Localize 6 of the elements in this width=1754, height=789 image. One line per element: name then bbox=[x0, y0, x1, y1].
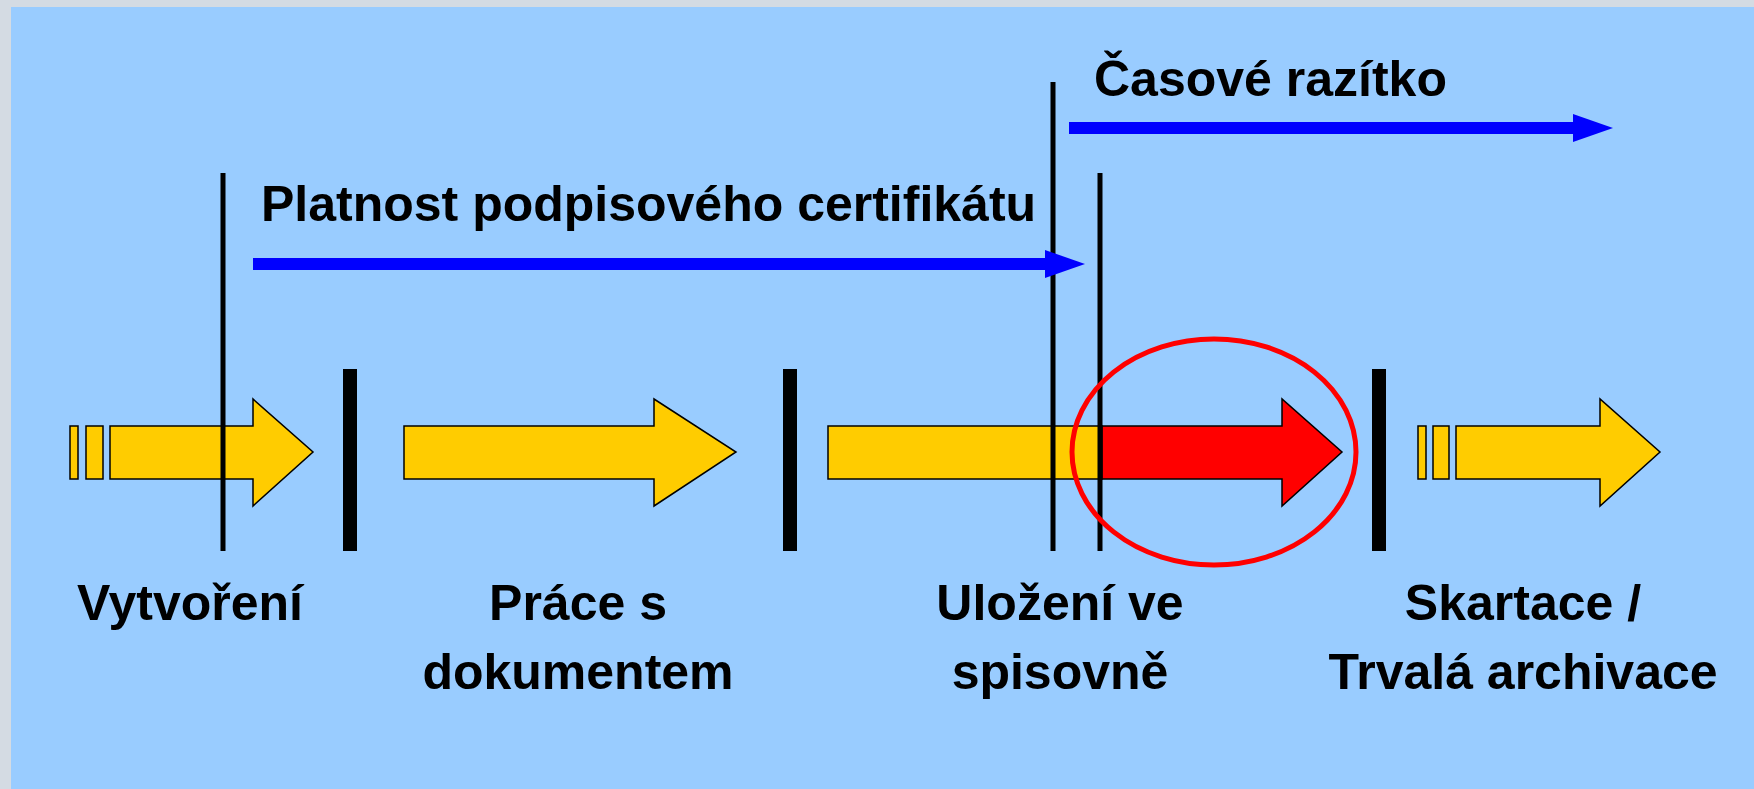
phase-label: Skartace / Trvalá archivace bbox=[1327, 574, 1719, 702]
duration-label: Časové razítko bbox=[1094, 49, 1447, 109]
phase-label: Práce s dokumentem bbox=[421, 574, 735, 702]
phase-label: Vytvoření bbox=[76, 574, 306, 633]
phase-label: Uložení ve spisovně bbox=[935, 574, 1185, 702]
duration-label: Platnost podpisového certifikátu bbox=[261, 175, 1037, 234]
